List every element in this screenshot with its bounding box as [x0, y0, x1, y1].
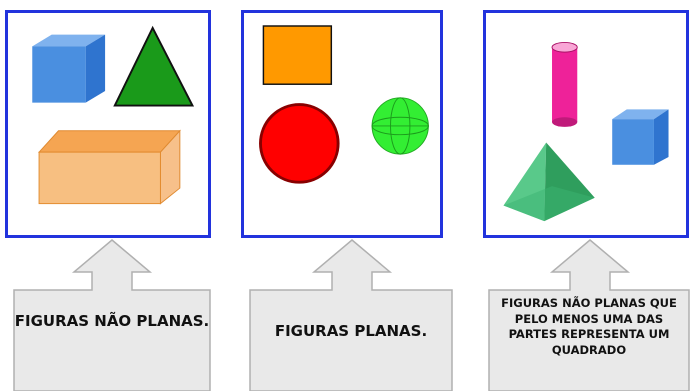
pyramid-icon [503, 142, 595, 222]
panel-1-shapes [32, 25, 195, 205]
panel-3-shapes [503, 41, 669, 222]
square-icon [262, 25, 333, 85]
panel-flat-figures [241, 10, 443, 238]
triangle-icon [113, 25, 195, 107]
callout-right [488, 239, 690, 391]
label-square-part-figures: FIGURAS NÃO PLANAS QUE PELO MENOS UMA DA… [501, 296, 677, 357]
cube-icon [612, 109, 669, 165]
cube-icon [32, 34, 106, 103]
callout-middle [249, 239, 453, 391]
panel-square-part-figures [483, 10, 689, 238]
callout-left [13, 239, 211, 391]
rectangular-prism-icon [37, 129, 181, 205]
label-non-flat-figures: FIGURAS NÃO PLANAS. [14, 312, 210, 330]
sphere-icon [371, 97, 429, 155]
panel-2-shapes [259, 25, 429, 184]
circle-icon [259, 103, 340, 184]
panel-non-flat-figures [5, 10, 211, 238]
label-flat-figures: FIGURAS PLANAS. [274, 322, 428, 340]
cylinder-icon [551, 41, 578, 127]
